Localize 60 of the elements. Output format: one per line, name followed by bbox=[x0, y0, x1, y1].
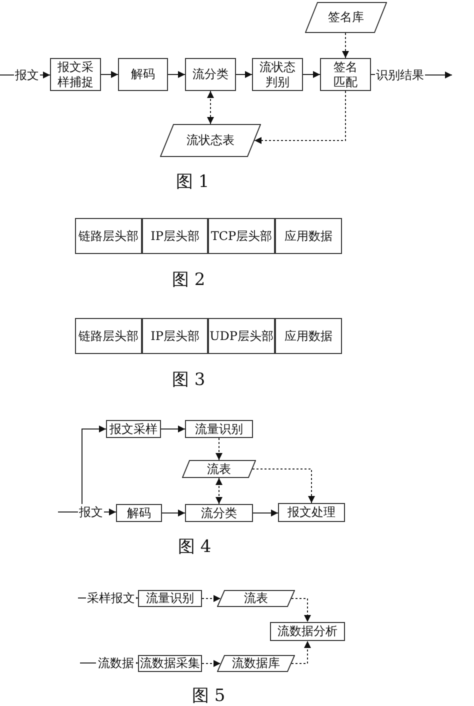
arrow bbox=[82, 426, 106, 504]
process-box: 报文采样 bbox=[106, 420, 161, 438]
process-box: 流数据分析 bbox=[270, 622, 345, 641]
connector-line bbox=[80, 662, 96, 664]
figure-caption: 图 2 bbox=[172, 269, 206, 291]
table-cell: 应用数据 bbox=[275, 318, 342, 354]
arrow bbox=[162, 510, 186, 516]
connector-line bbox=[370, 74, 376, 75]
connector-line bbox=[0, 74, 14, 76]
arrow bbox=[252, 510, 278, 516]
arrow bbox=[207, 90, 214, 124]
figure-caption: 图 3 bbox=[172, 369, 206, 391]
table-cell: IP层头部 bbox=[142, 318, 208, 354]
arrow bbox=[291, 640, 311, 664]
process-box: 签名匹配 bbox=[320, 58, 371, 91]
arrow bbox=[168, 71, 186, 78]
data-parallelogram: 签名库 bbox=[305, 2, 387, 33]
figure-caption: 图 5 bbox=[192, 685, 226, 706]
process-box: 解码 bbox=[118, 58, 168, 91]
arrow bbox=[202, 595, 221, 602]
data-parallelogram: 流数据库 bbox=[217, 655, 295, 672]
data-parallelogram: 流表 bbox=[217, 590, 295, 607]
process-box: 流量识别 bbox=[138, 590, 202, 607]
process-box: 流数据采集 bbox=[138, 655, 202, 672]
table-cell: TCP层头部 bbox=[208, 218, 275, 254]
arrow bbox=[216, 478, 222, 504]
arrow bbox=[40, 72, 50, 78]
process-box: 报文采样捕捉 bbox=[50, 58, 101, 91]
process-box: 流分类 bbox=[185, 504, 253, 522]
table-cell: IP层头部 bbox=[142, 218, 208, 254]
arrow bbox=[236, 71, 252, 78]
arrow bbox=[252, 468, 315, 504]
arrow bbox=[160, 426, 186, 432]
process-box: 报文处理 bbox=[278, 503, 345, 522]
arrow bbox=[216, 438, 222, 460]
signal-label: 报文 bbox=[14, 67, 40, 83]
process-box: 流状态判别 bbox=[252, 58, 303, 91]
table-cell: 链路层头部 bbox=[75, 218, 142, 254]
figure-caption: 图 4 bbox=[178, 536, 212, 558]
figure-caption: 图 1 bbox=[176, 171, 210, 193]
arrow bbox=[100, 71, 118, 78]
arrow bbox=[104, 508, 116, 516]
process-box: 解码 bbox=[116, 504, 162, 522]
data-parallelogram: 流表 bbox=[182, 460, 256, 478]
arrow bbox=[254, 90, 346, 144]
process-box: 流分类 bbox=[185, 58, 236, 91]
arrow bbox=[291, 598, 311, 622]
data-parallelogram: 流状态表 bbox=[160, 124, 261, 157]
arrow bbox=[342, 32, 349, 58]
signal-label: 采样报文 bbox=[86, 590, 136, 606]
signal-label: 流数据 bbox=[96, 655, 136, 671]
process-box: 流量识别 bbox=[185, 420, 253, 438]
signal-label: 识别结果 bbox=[375, 67, 425, 83]
arrow bbox=[424, 72, 452, 78]
signal-label: 报文 bbox=[78, 504, 104, 520]
table-cell: 链路层头部 bbox=[75, 318, 142, 354]
arrow bbox=[202, 660, 221, 667]
table-cell: UDP层头部 bbox=[208, 318, 275, 354]
arrow bbox=[302, 71, 320, 78]
table-cell: 应用数据 bbox=[275, 218, 342, 254]
